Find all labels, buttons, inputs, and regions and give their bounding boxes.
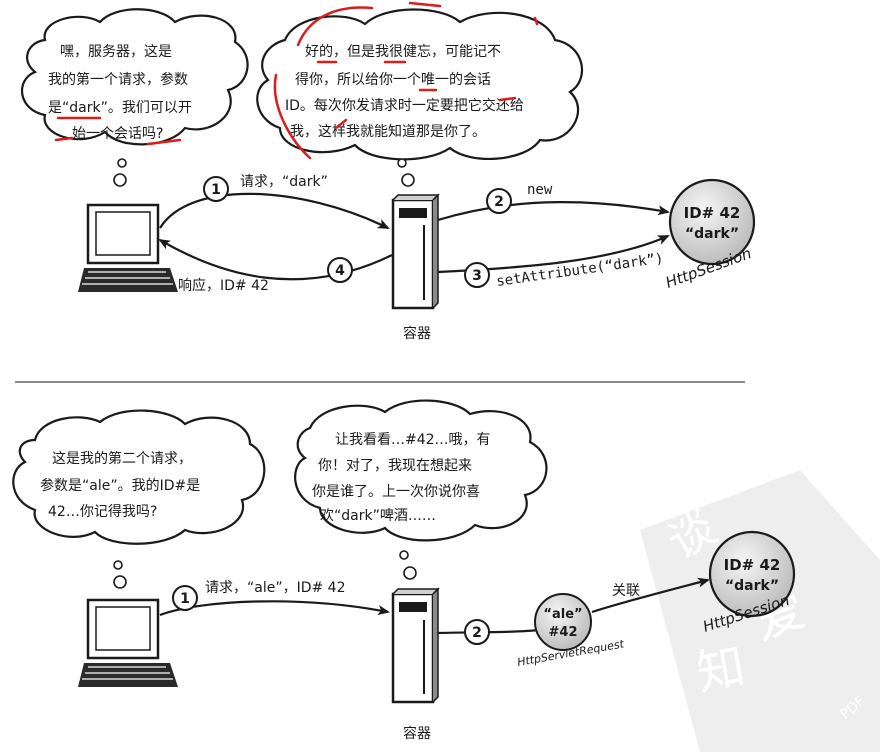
request-arrow-top: 1 请求，“dark” (159, 174, 390, 229)
client-computer-icon (78, 203, 178, 292)
server-thought-bottom-line2: 你！对了，我现在想起来 (318, 458, 472, 474)
top-scenario: 嘿，服务器，这是 我的第一个请求，参数 是“dark”。我们可以开 始一个会话吗… (20, 1, 756, 342)
svg-text:知: 知 (692, 638, 749, 701)
associate-arrow: 关联 (591, 577, 710, 614)
container-server-icon (391, 193, 440, 310)
server-thought-bottom-line4: 欢“dark”啤酒…… (320, 508, 436, 524)
step2-num-bottom: 2 (472, 625, 482, 641)
session-id-bottom: ID# 42 (724, 556, 781, 574)
step1-label-top: 请求，“dark” (240, 174, 328, 190)
request-value: “ale” (543, 607, 582, 622)
client-thought-bottom-line2: 参数是“ale”。我的ID#是 (40, 477, 200, 494)
client-thought-top-line3: 是“dark”。我们可以开 (48, 100, 192, 116)
session-value-bottom: “dark” (725, 578, 779, 594)
server-thought-top-line3: ID。每次你发请求时一定要把它交还给 (285, 97, 524, 114)
step1-num-top: 1 (211, 182, 221, 198)
server-thought-bottom-line1: 让我看看…#42…哦，有 (335, 432, 491, 448)
step1-label-bottom: 请求，“ale”，ID# 42 (205, 580, 346, 596)
server-thought-bottom-line3: 你是谁了。上一次你说你喜 (312, 484, 480, 500)
http-session-sphere-bottom: ID# 42 “dark” HttpSession (701, 530, 796, 636)
session-value-top: “dark” (685, 226, 739, 242)
link-label: 关联 (612, 583, 640, 599)
request-id: #42 (549, 625, 578, 640)
client-thought-bottom-line1: 这是我的第二个请求， (52, 450, 192, 467)
server-thought-top-line1: 好的，但是我很健忘，可能记不 (305, 44, 501, 60)
session-id-top: ID# 42 (684, 204, 741, 222)
step4-label-top: 响应，ID# 42 (178, 277, 269, 294)
new-session-arrow: 2 new (437, 182, 670, 222)
container-label-bottom: 容器 (403, 725, 431, 742)
http-session-sphere-top: ID# 42 “dark” HttpSession (663, 178, 756, 292)
response-arrow-top: 4 响应，ID# 42 (158, 238, 393, 294)
server-thought-top-line4: 我，这样我就能知道那是你了。 (290, 123, 486, 140)
step1-num-bottom: 1 (180, 591, 190, 607)
red-annotations (54, 1, 539, 160)
server-thought-top-line2: 得你，所以给你一个唯一的会话 (295, 71, 491, 88)
step4-num-top: 4 (335, 263, 345, 279)
client-thought-top-line1: 嘿，服务器，这是 (60, 43, 172, 60)
server-thought-bubble-bottom: 让我看看…#42…哦，有 你！对了，我现在想起来 你是谁了。上一次你说你喜 欢“… (294, 399, 548, 580)
client-thought-bubble-top: 嘿，服务器，这是 我的第一个请求，参数 是“dark”。我们可以开 始一个会话吗… (20, 8, 249, 187)
request-arrow-bottom: 1 请求，“ale”，ID# 42 (159, 580, 390, 617)
step2-num-top: 2 (494, 194, 504, 210)
set-attribute-arrow: 3 setAttribute(“dark”) (437, 234, 670, 290)
client-thought-bubble-bottom: 这是我的第二个请求， 参数是“ale”。我的ID#是 42…你记得我吗? (12, 409, 266, 589)
step3-label-top: setAttribute(“dark”) (495, 251, 664, 290)
container-label-top: 容器 (403, 325, 431, 342)
step2-label-top: new (527, 182, 553, 198)
client-computer-icon-bottom (78, 598, 178, 687)
client-thought-bottom-line3: 42…你记得我吗? (48, 503, 157, 520)
request-object-line: 2 (437, 619, 541, 645)
server-thought-bubble-top: 好的，但是我很健忘，可能记不 得你，所以给你一个唯一的会话 ID。每次你发请求时… (256, 8, 584, 187)
client-thought-top-line4: 始一个会话吗? (72, 126, 163, 142)
step3-num-top: 3 (472, 268, 482, 284)
client-thought-top-line2: 我的第一个请求，参数 (48, 71, 188, 88)
bottom-scenario: 这是我的第二个请求， 参数是“ale”。我的ID#是 42…你记得我吗? 让我看… (12, 399, 796, 742)
container-server-icon-bottom (391, 587, 440, 704)
